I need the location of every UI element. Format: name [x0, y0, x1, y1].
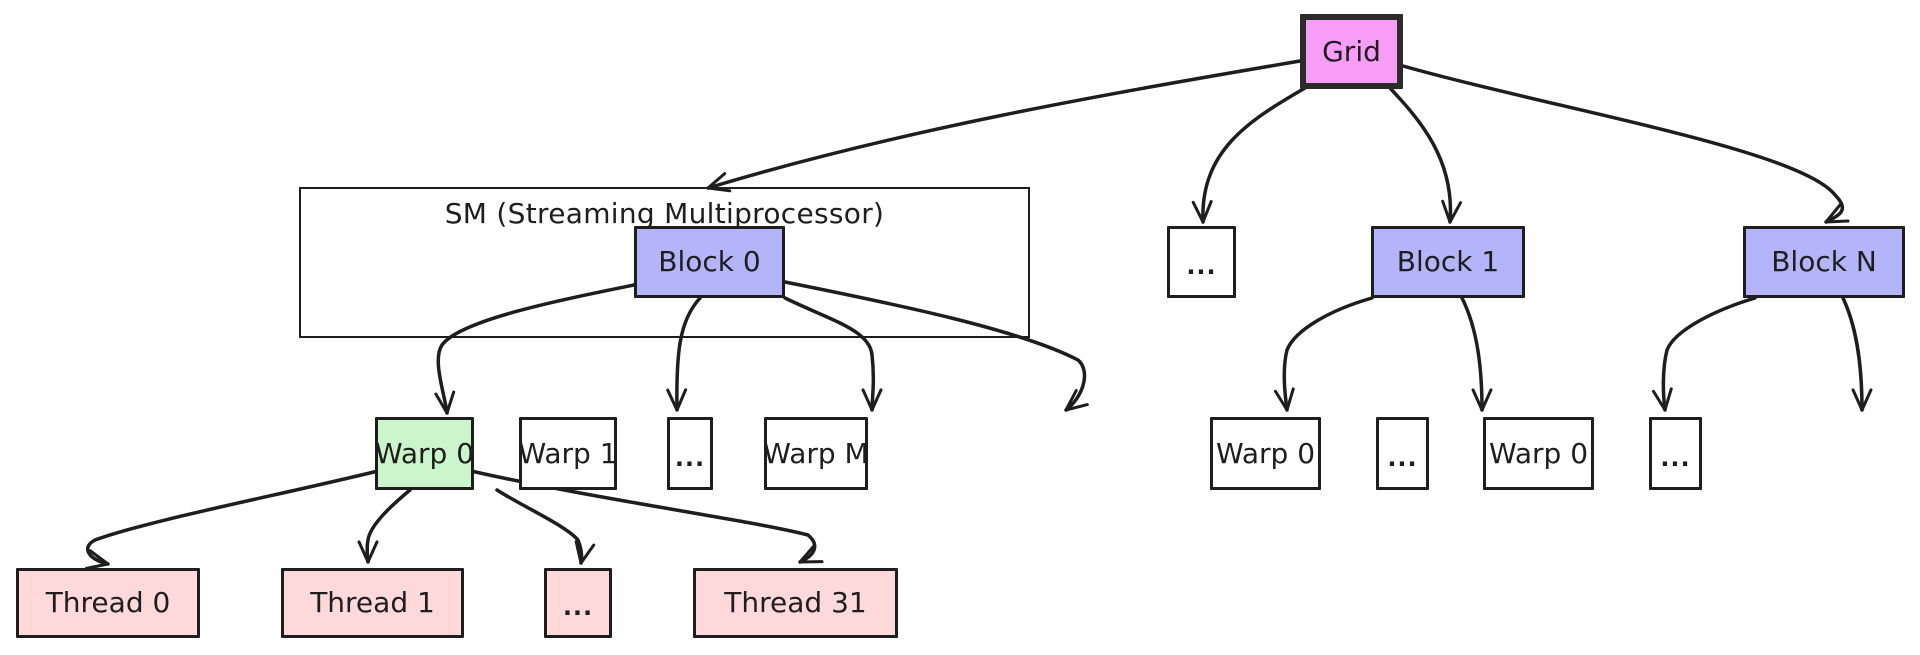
thread-1-node[interactable]: Thread 1 [281, 568, 464, 638]
block-0-warp-1-node[interactable]: Warp 1 [518, 417, 618, 490]
block-n-warp-ellipsis-label: ... [1660, 443, 1691, 472]
block-1-label: Block 1 [1396, 245, 1500, 278]
arrowhead-b0_warp0-to-thread_more [574, 540, 596, 565]
arrowhead-block0-to-b0_warp1 [666, 388, 688, 412]
edge-grid-to-block_more [1201, 86, 1307, 224]
block-0-label: Block 0 [658, 245, 761, 278]
edge-blockN-to-bN_warp_more [1841, 296, 1864, 412]
block-ellipsis-label: ... [1186, 252, 1217, 280]
grid-node[interactable]: Grid [1300, 14, 1403, 89]
thread-ellipsis-label: ... [562, 593, 594, 621]
block-ellipsis-node[interactable]: ... [1167, 226, 1236, 298]
thread-ellipsis-node[interactable]: ... [544, 568, 612, 638]
edge-block1-to-b1_warp0 [1282, 296, 1374, 412]
arrowhead-block0-to-b0_warp_more [861, 388, 883, 412]
block-0-warp-m-label: Warp M [763, 436, 869, 470]
thread-31-node[interactable]: Thread 31 [693, 568, 898, 638]
edge-grid-to-block1 [1388, 86, 1453, 224]
edge-b0_warp0-to-thread_more [495, 488, 584, 565]
block-0-warp-ellipsis-node[interactable]: ... [667, 417, 713, 490]
block-n-node[interactable]: Block N [1743, 226, 1905, 298]
arrowhead-b0_warp0-to-thread31 [798, 543, 824, 564]
edge-block1-to-b1_warp_more [1460, 296, 1484, 412]
arrowhead-grid-to-block1 [1441, 199, 1463, 224]
block-n-warp-ellipsis-node[interactable]: ... [1649, 417, 1702, 490]
block-n-warp-0-node[interactable]: Warp 0 [1483, 417, 1594, 490]
arrowhead-grid-to-blockN [1824, 203, 1850, 224]
thread-1-label: Thread 1 [310, 586, 435, 619]
block-1-warp-0-label: Warp 0 [1215, 436, 1316, 470]
edge-b0_warp0-to-thread1 [365, 488, 412, 564]
block-1-warp-0-node[interactable]: Warp 0 [1210, 417, 1321, 490]
block-0-warp-0-node[interactable]: Warp 0 [375, 417, 474, 490]
sm-container[interactable]: SM (Streaming Multiprocessor) [299, 187, 1030, 338]
arrowhead-block0-to-b0_warpM [1064, 389, 1089, 412]
arrowhead-grid-to-block_more [1191, 200, 1213, 224]
arrowhead-block0-to-b0_warp0 [434, 390, 456, 415]
thread-0-label: Thread 0 [45, 586, 171, 619]
arrowhead-block1-to-b1_warp0 [1273, 387, 1295, 412]
arrowhead-block1-to-b1_warp_more [1471, 388, 1493, 412]
block-0-node[interactable]: Block 0 [634, 226, 785, 298]
block-0-warp-m-node[interactable]: Warp M [763, 417, 869, 490]
block-n-warp-0-label: Warp 0 [1488, 436, 1589, 470]
arrowhead-b0_warp0-to-thread1 [357, 540, 379, 564]
sm-container-label: SM (Streaming Multiprocessor) [444, 197, 885, 230]
thread-0-node[interactable]: Thread 0 [16, 568, 200, 638]
edge-grid-to-blockN [1401, 64, 1845, 224]
edge-b0_warp0-to-thread0 [86, 469, 380, 566]
edge-grid-to-sm [706, 59, 1302, 190]
block-1-node[interactable]: Block 1 [1371, 226, 1525, 298]
edge-blockN-to-bN_warp0 [1661, 296, 1757, 412]
grid-node-label: Grid [1322, 34, 1381, 68]
block-0-warp-0-label: Warp 0 [374, 436, 475, 470]
arrowhead-b0_warp0-to-thread0 [84, 549, 110, 570]
arrowhead-blockN-to-bN_warp_more [1851, 388, 1873, 412]
block-1-warp-ellipsis-node[interactable]: ... [1376, 417, 1429, 490]
block-n-label: Block N [1771, 245, 1877, 278]
block-1-warp-ellipsis-label: ... [1387, 443, 1418, 472]
thread-31-label: Thread 31 [724, 586, 867, 619]
arrowhead-blockN-to-bN_warp0 [1651, 387, 1673, 412]
block-0-warp-ellipsis-label: ... [674, 443, 706, 472]
block-0-warp-1-label: Warp 1 [518, 436, 618, 470]
